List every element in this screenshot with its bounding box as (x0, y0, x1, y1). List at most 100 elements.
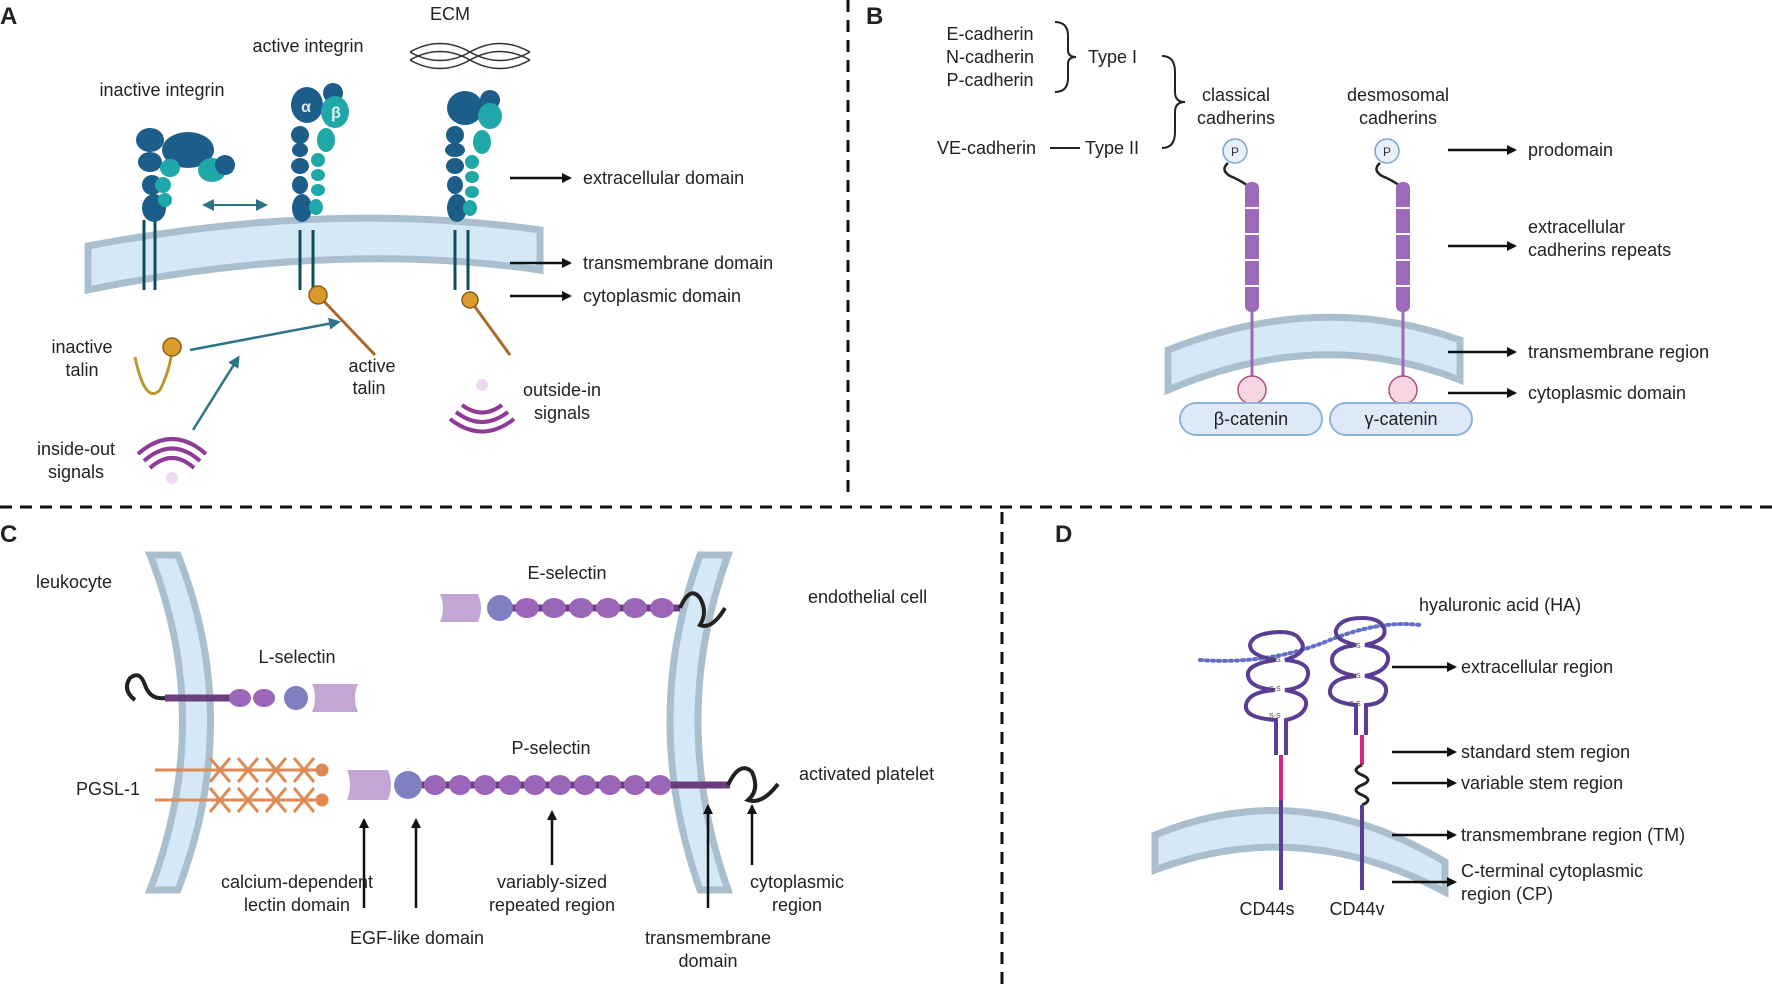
inside-out-signal-icon (136, 437, 208, 484)
classical-label-2: cadherins (1197, 108, 1275, 128)
hyaluronic-acid (1198, 622, 1422, 663)
inside-out-label-1: inside-out (37, 439, 115, 459)
p-selectin (347, 766, 780, 803)
cytoplasmic-domain-label-b: cytoplasmic domain (1528, 383, 1686, 403)
outside-in-signal-icon (448, 379, 516, 434)
panel-b: B E-cadherin N-cadherin P-cadherin Type … (866, 3, 1709, 436)
p-selectin-label: P-selectin (511, 738, 590, 758)
desmosomal-cadherin: P (1374, 138, 1418, 405)
l-selectin-label: L-selectin (258, 647, 335, 667)
outside-in-label-2: signals (534, 403, 590, 423)
beta-label: β (331, 105, 341, 122)
inactive-talin-label-1: inactive (51, 337, 112, 357)
inside-out-arrow (191, 355, 240, 431)
p-cadherin-label: P-cadherin (946, 70, 1033, 90)
pgsl-1 (155, 757, 329, 813)
panel-b-letter: B (866, 3, 883, 30)
leukocyte-label: leukocyte (36, 572, 112, 592)
e-selectin-label: E-selectin (527, 563, 606, 583)
repeated-label-1: variably-sized (497, 872, 607, 892)
inactive-talin-label-2: talin (65, 360, 98, 380)
extracellular-region-label: extracellular region (1461, 657, 1613, 677)
panel-c: C leukocyte E-selectin endothelial cell … (0, 521, 934, 971)
desmosomal-label-2: cadherins (1359, 108, 1437, 128)
cd44s-label: CD44s (1239, 899, 1294, 919)
membrane-d (1151, 807, 1449, 898)
inside-out-label-2: signals (48, 462, 104, 482)
transmembrane-domain-label: transmembrane domain (583, 253, 773, 273)
ss-bond-cd44v-3: S-S (1349, 701, 1361, 708)
cytoplasmic-domain-label-a: cytoplasmic domain (583, 286, 741, 306)
classical-label-1: classical (1202, 85, 1270, 105)
transmembrane-region-label-b: transmembrane region (1528, 342, 1709, 362)
cyto-label-c-1: cytoplasmic (750, 872, 844, 892)
egf-label: EGF-like domain (350, 928, 484, 948)
n-cadherin-label: N-cadherin (946, 47, 1034, 67)
inactive-talin (133, 337, 182, 396)
ss-bond-cd44s-2: S-S (1269, 686, 1281, 693)
inactive-integrin (136, 128, 235, 290)
type-i-brace (1054, 21, 1077, 93)
gamma-catenin-box (1329, 402, 1473, 436)
type-ii-label: Type II (1085, 138, 1139, 158)
activated-platelet-label: activated platelet (799, 764, 934, 784)
ss-bond-cd44v-2: S-S (1349, 673, 1361, 680)
repeats-label-1: extracellular (1528, 217, 1625, 237)
cd44v-label: CD44v (1329, 899, 1384, 919)
repeated-label-2: repeated region (489, 895, 615, 915)
tm-label-c-2: domain (678, 951, 737, 971)
cterm-label-1: C-terminal cytoplasmic (1461, 861, 1643, 881)
cd44v: S-S S-S S-S (1327, 615, 1391, 890)
ss-bond-cd44s-1: S-S (1269, 657, 1281, 664)
ss-bond-cd44s-3: S-S (1269, 713, 1281, 720)
endothelial-label: endothelial cell (808, 587, 927, 607)
classical-cadherin: P (1222, 138, 1267, 405)
ha-label: hyaluronic acid (HA) (1419, 595, 1581, 615)
panel-a: A ECM inactive integrin active integrin (0, 3, 773, 484)
ecm-fibers (409, 42, 531, 70)
cyto-label-c-2: region (772, 895, 822, 915)
inactive-integrin-label: inactive integrin (99, 80, 224, 100)
cterm-label-2: region (CP) (1461, 884, 1553, 904)
outside-in-label-1: outside-in (523, 380, 601, 400)
active-talin-label-1: active (348, 356, 395, 376)
lectin-label-1: calcium-dependent (221, 872, 373, 892)
repeats-label-2: cadherins repeats (1528, 240, 1671, 260)
e-cadherin-label: E-cadherin (946, 24, 1033, 44)
leukocyte-membrane (144, 551, 214, 894)
ecm-label: ECM (430, 4, 470, 24)
variable-stem-label: variable stem region (1461, 773, 1623, 793)
tm-region-label-d: transmembrane region (TM) (1461, 825, 1685, 845)
beta-catenin-label: β-catenin (1214, 409, 1288, 429)
tm-label-c-1: transmembrane (645, 928, 771, 948)
talin-activation-arrow (189, 317, 341, 352)
panel-d: D hyaluronic acid (HA) S-S S-S S-S S-S S… (1055, 521, 1685, 919)
cd44s: S-S S-S S-S (1243, 629, 1311, 890)
prodomain-mark-desmosomal: P (1383, 145, 1391, 159)
active-integrin: α β (291, 83, 377, 357)
classical-brace (1161, 55, 1186, 149)
endothelial-membrane (666, 551, 733, 894)
membrane-b (1164, 313, 1464, 396)
lectin-label-2: lectin domain (244, 895, 350, 915)
ecm-bound-integrin (445, 90, 512, 356)
gamma-catenin-label: γ-catenin (1364, 409, 1437, 429)
active-integrin-label: active integrin (252, 36, 363, 56)
beta-catenin-box (1179, 402, 1323, 436)
prodomain-label: prodomain (1528, 140, 1613, 160)
standard-stem-label: standard stem region (1461, 742, 1630, 762)
extracellular-domain-label: extracellular domain (583, 168, 744, 188)
panel-d-letter: D (1055, 521, 1072, 548)
ss-bond-cd44v-1: S-S (1349, 643, 1361, 650)
active-talin-label-2: talin (352, 378, 385, 398)
panel-c-letter: C (0, 521, 17, 548)
ve-cadherin-label: VE-cadherin (937, 138, 1036, 158)
alpha-label: α (301, 99, 311, 116)
pgsl-label: PGSL-1 (76, 779, 140, 799)
e-selectin (440, 591, 727, 628)
type-i-label: Type I (1088, 47, 1137, 67)
prodomain-mark-classical: P (1231, 145, 1239, 159)
l-selectin (124, 673, 358, 712)
